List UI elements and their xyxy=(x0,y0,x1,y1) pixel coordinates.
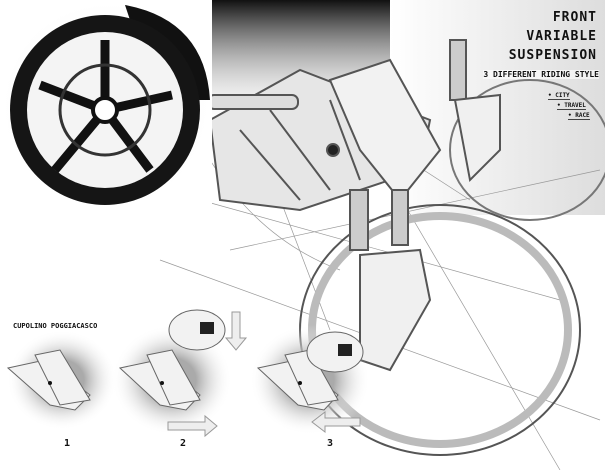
title-line: SUSPENSION xyxy=(508,48,597,63)
riding-style-race: • RACE xyxy=(568,112,590,120)
arrow-left-icon xyxy=(311,410,361,434)
step-label-3: 3 xyxy=(327,438,334,449)
sheet-title: FRONT VARIABLE SUSPENSION xyxy=(509,8,597,65)
title-line: FRONT xyxy=(552,10,597,25)
sequence-caption: CUPOLINO POGGIACASCO xyxy=(13,322,98,330)
arrow-right-icon xyxy=(167,414,218,438)
headrest-sequence xyxy=(6,309,370,438)
arrow-down-icon xyxy=(224,311,248,351)
step-label-1: 1 xyxy=(64,438,71,449)
riding-style-travel: • TRAVEL xyxy=(557,102,586,110)
subtitle: 3 DIFFERENT RIDING STYLE xyxy=(483,70,599,79)
wheel-inset xyxy=(0,0,212,213)
riding-style-city: • CITY xyxy=(548,92,570,100)
step-label-2: 2 xyxy=(180,438,187,449)
title-line: VARIABLE xyxy=(526,29,597,44)
frame-sketch xyxy=(207,39,501,372)
